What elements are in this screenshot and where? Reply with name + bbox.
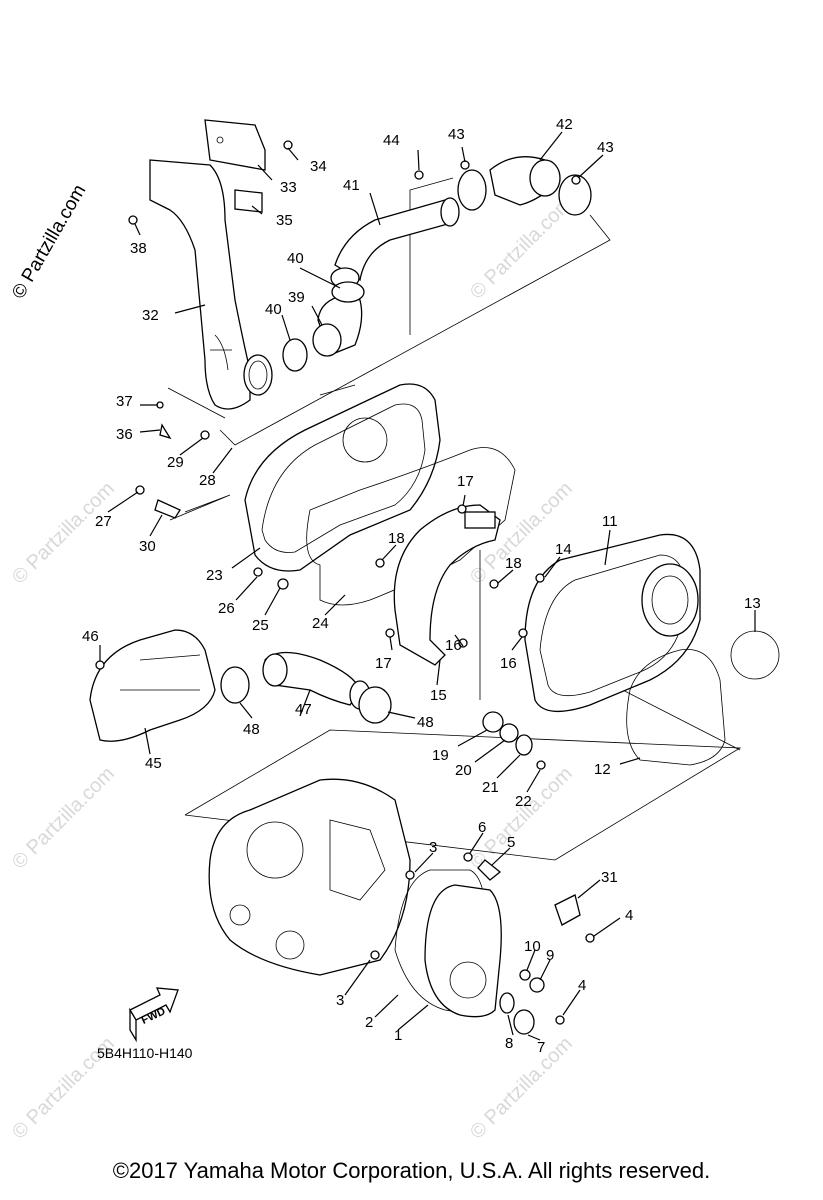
callout-7: 7 bbox=[537, 1039, 545, 1056]
callout-32: 32 bbox=[142, 307, 159, 324]
seal-20 bbox=[499, 723, 519, 743]
callout-19: 19 bbox=[432, 747, 449, 764]
callout-15: 15 bbox=[430, 687, 447, 704]
callout-39: 39 bbox=[288, 289, 305, 306]
bracket-31 bbox=[554, 894, 581, 926]
gasket-13 bbox=[730, 630, 780, 680]
callout-5: 5 bbox=[507, 834, 515, 851]
watermark-tile: © Partzilla.com bbox=[466, 193, 577, 304]
leader-lines bbox=[99, 131, 756, 1041]
callout-41: 41 bbox=[343, 177, 360, 194]
callout-20: 20 bbox=[455, 762, 472, 779]
joint-42 bbox=[489, 156, 561, 206]
hose-47 bbox=[262, 651, 371, 710]
hose-41 bbox=[330, 197, 460, 289]
pad-35 bbox=[234, 189, 263, 213]
callout-25: 25 bbox=[252, 617, 269, 634]
callout-11: 11 bbox=[602, 513, 618, 530]
watermark-side: © Partzilla.com bbox=[8, 181, 90, 302]
callout-17b: 17 bbox=[375, 655, 392, 672]
clamp-43a bbox=[457, 169, 487, 211]
callout-35: 35 bbox=[276, 212, 293, 229]
callout-4a: 4 bbox=[625, 907, 633, 924]
gasket-24 bbox=[306, 447, 516, 606]
callout-29: 29 bbox=[167, 454, 184, 471]
callout-10: 10 bbox=[524, 938, 541, 955]
hose-39 bbox=[312, 294, 363, 357]
callout-42: 42 bbox=[556, 116, 573, 133]
callout-26: 26 bbox=[218, 600, 235, 617]
callout-28: 28 bbox=[199, 472, 216, 489]
callout-34: 34 bbox=[310, 158, 327, 175]
callout-14: 14 bbox=[555, 541, 572, 558]
callout-27: 27 bbox=[95, 513, 112, 530]
callout-3b: 3 bbox=[336, 992, 344, 1009]
oring-8 bbox=[499, 992, 515, 1014]
cover-11 bbox=[524, 533, 701, 713]
callout-6: 6 bbox=[478, 819, 486, 836]
callout-46: 46 bbox=[82, 628, 99, 645]
copyright-notice: ©2017 Yamaha Motor Corporation, U.S.A. A… bbox=[112, 1158, 711, 1183]
callout-33: 33 bbox=[280, 179, 297, 196]
callout-47: 47 bbox=[295, 701, 312, 718]
callout-21: 21 bbox=[482, 779, 499, 796]
callout-18a: 18 bbox=[388, 530, 405, 547]
plug-7 bbox=[513, 1009, 535, 1035]
callout-43a: 43 bbox=[448, 126, 465, 143]
callout-labels: 1 2 3 3 4 4 5 6 7 8 9 10 11 12 13 14 15 … bbox=[82, 116, 761, 1056]
callout-18b: 18 bbox=[505, 555, 522, 572]
watermark-tile: © Partzilla.com bbox=[466, 1033, 577, 1144]
callout-38: 38 bbox=[130, 240, 147, 257]
cover-1 bbox=[424, 884, 502, 1018]
callout-40b: 40 bbox=[265, 301, 282, 318]
callout-48a: 48 bbox=[243, 721, 260, 738]
callout-24: 24 bbox=[312, 615, 329, 632]
callout-44: 44 bbox=[383, 132, 400, 149]
clamp-43b bbox=[558, 174, 592, 216]
fwd-arrow-icon: FWD bbox=[129, 987, 179, 1043]
callout-36: 36 bbox=[116, 426, 133, 443]
callout-2: 2 bbox=[365, 1014, 373, 1031]
gasket-12 bbox=[626, 648, 726, 766]
air-duct-32 bbox=[149, 159, 273, 410]
air-duct-45 bbox=[89, 629, 216, 742]
callout-12: 12 bbox=[594, 761, 611, 778]
washer-21 bbox=[515, 734, 533, 756]
clamp-40a bbox=[331, 281, 365, 303]
callout-17a: 17 bbox=[457, 473, 474, 490]
watermark-tile: © Partzilla.com bbox=[8, 478, 119, 589]
clamp-40b bbox=[282, 338, 308, 372]
bracket-33 bbox=[204, 119, 266, 171]
callout-4b: 4 bbox=[578, 977, 586, 994]
guide-15 bbox=[393, 504, 501, 666]
callout-1: 1 bbox=[394, 1027, 402, 1044]
callout-13: 13 bbox=[744, 595, 761, 612]
callout-37: 37 bbox=[116, 393, 133, 410]
callout-22: 22 bbox=[515, 793, 532, 810]
callout-48b: 48 bbox=[417, 714, 434, 731]
callout-30: 30 bbox=[139, 538, 156, 555]
plug-9 bbox=[529, 977, 545, 993]
oring-10 bbox=[519, 969, 531, 981]
clamp-48b bbox=[358, 686, 392, 724]
clamp-48a bbox=[220, 666, 250, 704]
callout-43b: 43 bbox=[597, 139, 614, 156]
callout-23: 23 bbox=[206, 567, 223, 584]
callout-31: 31 bbox=[601, 869, 618, 886]
callout-45: 45 bbox=[145, 755, 162, 772]
callout-9: 9 bbox=[546, 947, 554, 964]
callout-3a: 3 bbox=[429, 839, 437, 856]
assembly-outline bbox=[167, 177, 742, 861]
callout-16a: 16 bbox=[445, 637, 462, 654]
callout-40a: 40 bbox=[287, 250, 304, 267]
callout-16b: 16 bbox=[500, 655, 517, 672]
figure-code: 5B4H110-H140 bbox=[97, 1045, 193, 1061]
callout-8: 8 bbox=[505, 1035, 513, 1052]
bolts bbox=[95, 140, 595, 1025]
watermark-tile: © Partzilla.com bbox=[8, 763, 119, 874]
crankcase bbox=[208, 778, 411, 976]
bearing-19 bbox=[482, 711, 504, 733]
cover-23 bbox=[244, 383, 441, 572]
